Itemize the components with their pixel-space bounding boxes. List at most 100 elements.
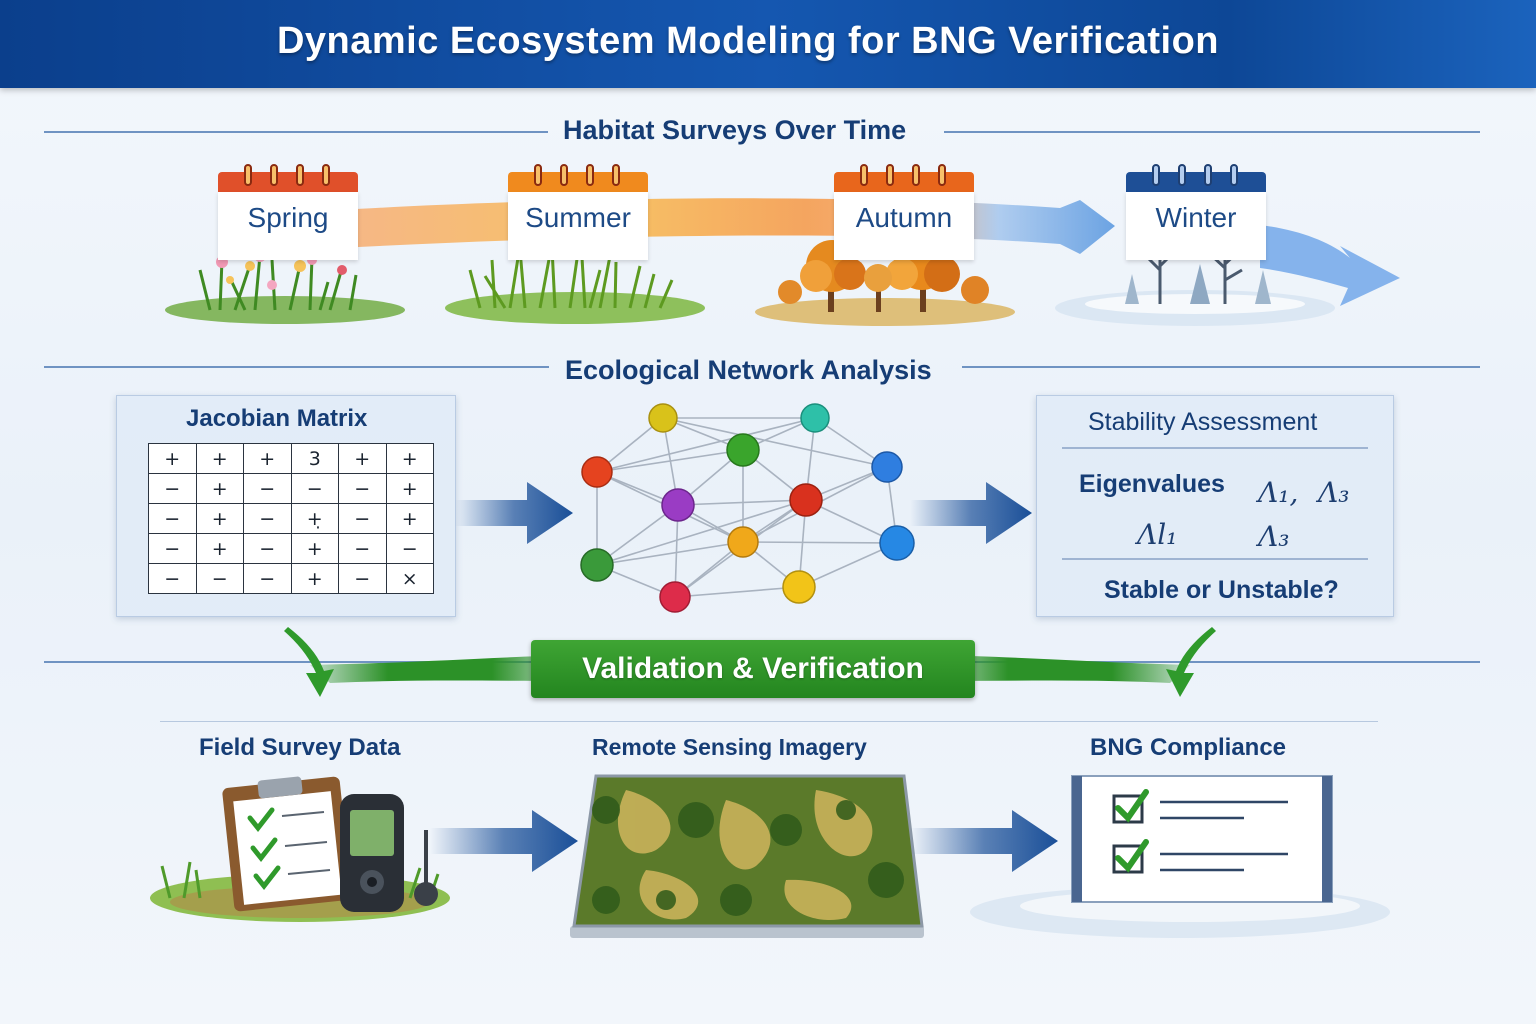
calendar-ring: [860, 164, 868, 186]
calendar-header: [508, 172, 648, 194]
matrix-cell: −: [195, 563, 244, 594]
calendar-body: [508, 192, 648, 260]
matrix-cell: +: [195, 473, 244, 504]
matrix-cell: +: [195, 443, 244, 474]
validation-title: Validation & Verification: [582, 652, 924, 685]
remote-sensing-label: Remote Sensing Imagery: [592, 734, 867, 760]
calendar-header: [834, 172, 974, 194]
calendar-winter: Winter: [1126, 164, 1266, 260]
arrow-right-icon: [455, 482, 573, 544]
calendar-body: [1126, 192, 1266, 260]
matrix-cell: +: [148, 443, 197, 474]
arrow-right-icon: [910, 810, 1058, 872]
bottom-divider: [160, 721, 1378, 722]
calendar-ring: [886, 164, 894, 186]
matrix-cell: +: [290, 533, 339, 564]
compliance-checklist-icon: [970, 775, 1390, 938]
stability-question: Stable or Unstable?: [1104, 576, 1339, 604]
calendar-header: [218, 172, 358, 194]
matrix-cell: +: [290, 563, 339, 594]
matrix-cell: 3: [290, 443, 339, 474]
section-rule-left: [44, 661, 531, 663]
matrix-cell: −: [243, 503, 292, 534]
matrix-cell: −: [148, 533, 197, 564]
matrix-cell: −: [290, 473, 339, 504]
section-rule-left: [44, 131, 548, 133]
eigenvalue-3: Λl₁: [1137, 518, 1178, 551]
matrix-cell: +: [385, 443, 434, 474]
stability-divider: [1062, 558, 1368, 560]
calendar-autumn: Autumn: [834, 164, 974, 260]
satellite-map-icon: [570, 774, 924, 938]
matrix-cell: +: [338, 443, 387, 474]
arrow-right-icon: [430, 810, 578, 872]
matrix-cell: −: [148, 503, 197, 534]
calendar-ring: [1152, 164, 1160, 186]
matrix-cell: +: [195, 503, 244, 534]
field-survey-label: Field Survey Data: [199, 734, 401, 761]
calendar-ring: [1178, 164, 1186, 186]
calendar-ring: [534, 164, 542, 186]
eigenvalues-label: Eigenvalues: [1079, 470, 1225, 498]
calendar-ring: [612, 164, 620, 186]
calendar-body: [218, 192, 358, 260]
matrix-row: +++3++: [148, 443, 434, 474]
matrix-cell: +̣: [290, 503, 339, 534]
stability-divider: [1062, 447, 1368, 449]
section-title-habitat: Habitat Surveys Over Time: [563, 115, 907, 145]
header-bar: [0, 0, 1536, 88]
matrix-row: −+−+̣−+: [148, 503, 434, 534]
matrix-cell: −: [148, 473, 197, 504]
section-rule-right: [962, 366, 1480, 368]
matrix-cell: −: [385, 533, 434, 564]
bng-compliance-label: BNG Compliance: [1090, 734, 1287, 761]
eigenvalue-1: Λ₁,: [1258, 476, 1299, 509]
calendar-ring: [1230, 164, 1238, 186]
page-title: Dynamic Ecosystem Modeling for BNG Verif…: [276, 20, 1220, 62]
calendar-ring: [244, 164, 252, 186]
matrix-cell: −: [148, 563, 197, 594]
matrix-cell: −: [243, 473, 292, 504]
stability-title: Stability Assessment: [1088, 408, 1318, 436]
calendar-header: [1126, 172, 1266, 194]
matrix-row: −+−+−−: [148, 533, 434, 564]
season-label-winter: Winter: [1155, 202, 1237, 233]
calendar-ring: [1204, 164, 1212, 186]
calendar-ring: [322, 164, 330, 186]
jacobian-title: Jacobian Matrix: [186, 405, 368, 432]
calendar-summer: Summer: [508, 164, 648, 260]
field-survey-icon: [150, 776, 450, 922]
matrix-cell: −: [338, 533, 387, 564]
stability-panel: [1036, 395, 1394, 617]
matrix-cell: +: [195, 533, 244, 564]
calendar-ring: [270, 164, 278, 186]
season-label-autumn: Autumn: [855, 202, 953, 233]
section-title-network: Ecological Network Analysis: [565, 355, 932, 385]
calendar-spring: Spring: [218, 164, 358, 260]
matrix-cell: −: [243, 533, 292, 564]
matrix-cell: −: [338, 503, 387, 534]
season-label-spring: Spring: [247, 202, 329, 233]
matrix-row: −+−−−+: [148, 473, 434, 504]
flower-meadow-icon: [165, 250, 405, 324]
jacobian-matrix: +++3++−+−−−+−+−+̣−+−+−+−−−−−+−×: [148, 443, 434, 594]
matrix-cell: ×: [385, 563, 434, 594]
matrix-cell: −: [338, 473, 387, 504]
grass-icon: [445, 247, 705, 324]
matrix-cell: +: [385, 503, 434, 534]
matrix-cell: −: [243, 563, 292, 594]
eigenvalue-4: Λ₃: [1258, 520, 1290, 553]
validation-banner: [531, 640, 975, 698]
arrow-right-icon: [910, 482, 1032, 544]
section-rule-right: [944, 131, 1480, 133]
calendar-body: [834, 192, 974, 260]
calendar-ring: [560, 164, 568, 186]
eigenvalue-2: Λ₃: [1318, 476, 1350, 509]
network-graph-icon: [580, 403, 915, 613]
calendar-ring: [938, 164, 946, 186]
validation-swoosh: [284, 627, 1216, 697]
calendar-ring: [586, 164, 594, 186]
calendar-ring: [296, 164, 304, 186]
matrix-cell: −: [338, 563, 387, 594]
matrix-cell: +: [385, 473, 434, 504]
